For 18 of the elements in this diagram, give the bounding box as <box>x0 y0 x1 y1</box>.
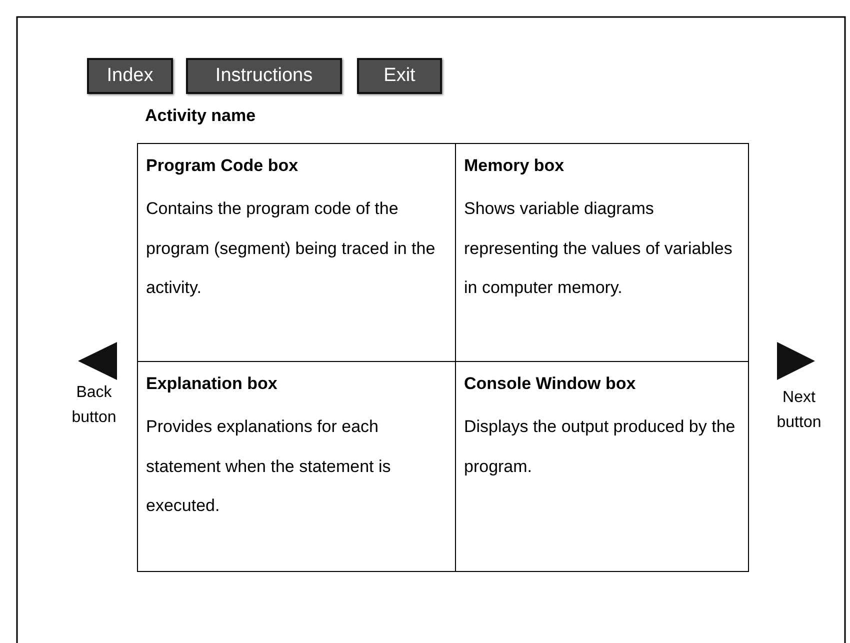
panel-box <box>455 143 749 362</box>
panel-heading: Memory box <box>464 155 566 177</box>
panel-description: Contains the program code of the program (segment) being traced in the activity. <box>146 198 436 299</box>
panel-box <box>137 143 456 362</box>
nav-caption: Next button <box>776 388 822 433</box>
activity-title: Activity name <box>145 106 257 126</box>
panel-description: Shows variable diagrams representing the values of variables in computer memory. <box>464 198 734 299</box>
panel-heading: Console Window box <box>464 373 637 395</box>
menu-button: Index <box>87 58 173 94</box>
panel-heading: Program Code box <box>146 155 300 177</box>
panel-box <box>137 361 456 572</box>
panel-description: Displays the output produced by the program. <box>464 416 736 478</box>
nav-caption: Back button <box>70 383 118 428</box>
menu-button: Exit <box>357 58 442 94</box>
panel-box <box>455 361 749 572</box>
menu-button: Instructions <box>186 58 342 94</box>
panel-description: Provides explanations for each statement when the statement is executed. <box>146 416 392 517</box>
panel-heading: Explanation box <box>146 373 278 395</box>
